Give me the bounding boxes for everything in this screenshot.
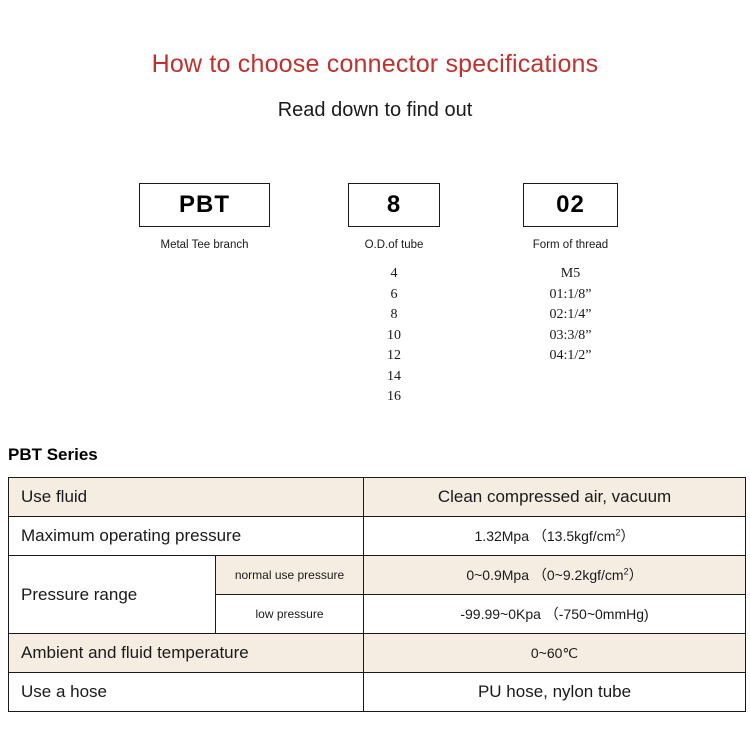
value-suffix: ） xyxy=(620,528,635,544)
code-caption-form-of-thread: Form of thread xyxy=(532,239,609,251)
page-subtitle: Read down to find out xyxy=(277,99,473,121)
code-options-od-of-tube: 4 6 8 10 12 14 16 xyxy=(348,264,440,408)
code-option: 14 xyxy=(387,368,401,384)
value-text: 0~0.9Mpa （0~9.2kgf/cm xyxy=(466,567,624,583)
code-box-od-of-tube: 8 xyxy=(348,183,440,227)
spec-value-use-a-hose: PU hose, nylon tube xyxy=(363,672,747,712)
spec-label-max-operating-pressure: Maximum operating pressure xyxy=(7,516,365,556)
spec-sublabel-low-pressure: low pressure xyxy=(214,594,365,634)
spec-sublabel-normal-use-pressure: normal use pressure xyxy=(214,555,365,595)
code-option: 01:1/8” xyxy=(549,286,592,302)
table-row: Use fluid Clean compressed air, vacuum xyxy=(7,477,747,517)
code-column-od-of-tube: 8 O.D.of tube 4 6 8 10 12 14 16 xyxy=(348,183,440,408)
code-box-form-of-thread: 02 xyxy=(523,183,618,227)
code-option: 02:1/4” xyxy=(549,307,592,322)
table-row: Use a hose PU hose, nylon tube xyxy=(7,672,747,712)
spec-label-use-a-hose: Use a hose xyxy=(7,672,365,712)
spec-value-use-fluid: Clean compressed air, vacuum xyxy=(363,477,747,517)
code-breakdown-diagram: PBT Metal Tee branch 8 O.D.of tube 4 6 8… xyxy=(0,183,750,423)
spec-value-max-operating-pressure: 1.32Mpa （13.5kgf/cm2） xyxy=(363,516,747,556)
code-option: 6 xyxy=(390,286,398,302)
value-suffix: ） xyxy=(628,567,643,583)
code-option: 04:1/2” xyxy=(549,348,592,363)
code-box-series: PBT xyxy=(139,183,270,227)
code-option: 4 xyxy=(390,266,398,281)
spec-label-ambient-fluid-temperature: Ambient and fluid temperature xyxy=(7,633,365,673)
code-column-series: PBT Metal Tee branch xyxy=(139,183,270,264)
spec-value-normal-use-pressure: 0~0.9Mpa （0~9.2kgf/cm2） xyxy=(363,555,747,595)
code-option: 10 xyxy=(387,327,401,343)
spec-value-low-pressure: -99.99~0Kpa （-750~0mmHg) xyxy=(363,594,747,634)
spec-value-ambient-fluid-temperature: 0~60℃ xyxy=(363,633,747,673)
table-row: Pressure range normal use pressure 0~0.9… xyxy=(8,555,747,634)
value-superscript: 2 xyxy=(615,527,621,538)
code-option: 8 xyxy=(390,307,398,322)
code-column-form-of-thread: 02 Form of thread M5 01:1/8” 02:1/4” 03:… xyxy=(523,183,618,367)
code-option: M5 xyxy=(560,266,581,281)
code-caption-od-of-tube: O.D.of tube xyxy=(364,239,424,251)
series-heading: PBT Series xyxy=(8,445,98,464)
code-option: 12 xyxy=(387,348,401,363)
spec-label-pressure-range: Pressure range xyxy=(8,555,216,634)
specifications-table: Use fluid Clean compressed air, vacuum M… xyxy=(7,477,747,712)
page-title: How to choose connector specifications xyxy=(151,50,599,78)
code-options-form-of-thread: M5 01:1/8” 02:1/4” 03:3/8” 04:1/2” xyxy=(523,264,618,367)
value-superscript: 2 xyxy=(623,566,629,577)
code-caption-series: Metal Tee branch xyxy=(160,239,249,251)
code-option: 03:3/8” xyxy=(549,327,592,343)
value-text: 1.32Mpa （13.5kgf/cm xyxy=(474,528,616,544)
table-row: Maximum operating pressure 1.32Mpa （13.5… xyxy=(7,516,747,556)
table-row: Ambient and fluid temperature 0~60℃ xyxy=(7,633,747,673)
spec-label-use-fluid: Use fluid xyxy=(7,477,365,517)
code-option: 16 xyxy=(387,389,401,404)
